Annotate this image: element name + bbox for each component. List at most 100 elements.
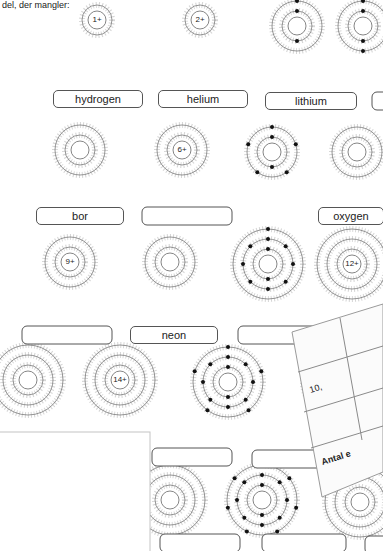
nucleus [263, 143, 281, 161]
shell-halo [247, 485, 277, 515]
empty-answer-box [262, 534, 346, 551]
shell-halo [337, 249, 367, 279]
name-box: oxygen [318, 207, 383, 225]
name-box: bor [36, 207, 124, 225]
shell-halo [167, 135, 197, 165]
covering-paper [0, 432, 150, 551]
electron-shell [55, 125, 105, 175]
nucleus [348, 143, 366, 161]
shell-halo [45, 237, 95, 287]
empty-answer-box [372, 92, 383, 110]
electron-dot [233, 476, 237, 480]
instruction-text: del, der mangler: [2, 1, 70, 11]
shell-halo [55, 247, 85, 277]
electron-dot [270, 165, 274, 169]
nucleus [111, 371, 129, 389]
electron-dot [295, 9, 299, 13]
electron-shell [327, 239, 377, 289]
electron-dot [291, 262, 295, 266]
electron-shell [332, 127, 382, 177]
electron-shell [257, 137, 287, 167]
nucleus [253, 491, 271, 509]
name-box: hydrogen [53, 90, 143, 108]
electron-dot [361, 9, 365, 13]
electron-shell [145, 237, 195, 287]
name-box: neon [130, 326, 218, 344]
bohr-atom [185, 5, 215, 35]
bohr-atom [82, 5, 112, 35]
element-name: bor [72, 210, 88, 222]
electron-shell [337, 249, 367, 279]
electron-shell [65, 135, 95, 165]
electron-shell [348, 11, 378, 41]
shell-halo [253, 249, 283, 279]
electron-dot [266, 277, 270, 281]
electron-shell [145, 475, 195, 525]
empty-answer-box [152, 448, 232, 466]
bohr-atom [157, 125, 207, 175]
element-name: oxygen [333, 210, 368, 222]
bohr-atom [317, 229, 383, 299]
shell-halo [95, 355, 145, 405]
nucleus [191, 11, 209, 29]
electron-shell [157, 125, 207, 175]
electron-shell [82, 5, 112, 35]
electron-shell [227, 465, 297, 535]
electron-dot [295, 39, 299, 43]
electron-shell [203, 357, 253, 407]
shell-halo [185, 5, 215, 35]
empty-answer-box [160, 534, 240, 551]
electron-shell [105, 365, 135, 395]
electron-shell [243, 239, 293, 289]
bohr-atom [332, 127, 382, 177]
shell-halo [237, 475, 287, 525]
electron-dot [361, 0, 365, 3]
electron-dot [205, 408, 209, 412]
bohr-atom [338, 0, 383, 53]
shell-halo [145, 237, 195, 287]
nucleus [61, 253, 79, 271]
electron-dot [266, 247, 270, 251]
electron-dot [248, 280, 252, 284]
empty-answer-box [22, 326, 112, 344]
electron-dot [260, 523, 264, 527]
nucleus [71, 141, 89, 159]
electron-dot [226, 345, 230, 349]
electron-shell [233, 229, 303, 299]
nucleus-charge: 2+ [195, 16, 204, 25]
electron-shell [193, 347, 263, 417]
shell-halo [342, 137, 372, 167]
shell-halo [348, 11, 378, 41]
shell-halo [233, 229, 303, 299]
nucleus [343, 255, 361, 273]
shell-halo [82, 5, 112, 35]
nucleus-charge: 9+ [65, 258, 74, 267]
bohr-atom [45, 237, 95, 287]
shell-halo [257, 137, 287, 167]
electron-dot [266, 237, 270, 241]
electron-shell [55, 247, 85, 277]
shell-halo [85, 345, 155, 415]
electron-shell [345, 487, 375, 517]
electron-dot [361, 39, 365, 43]
electron-shell [338, 1, 383, 51]
shell-halo [105, 365, 135, 395]
electron-dot [255, 170, 259, 174]
shell-halo [272, 1, 322, 51]
shell-halo [282, 11, 312, 41]
electron-shell [3, 355, 53, 405]
shell-halo [243, 239, 293, 289]
electron-shell [317, 229, 383, 299]
shell-halo [193, 347, 263, 417]
nucleus [161, 491, 179, 509]
nucleus [19, 371, 37, 389]
shell-halo [145, 475, 195, 525]
electron-dot [284, 244, 288, 248]
table-line [311, 426, 383, 448]
electron-shell [185, 5, 215, 35]
overlapping-page [292, 304, 383, 497]
electron-shell [13, 365, 43, 395]
element-name: lithium [295, 95, 327, 107]
shell-halo [345, 487, 375, 517]
electron-dot [193, 369, 197, 373]
